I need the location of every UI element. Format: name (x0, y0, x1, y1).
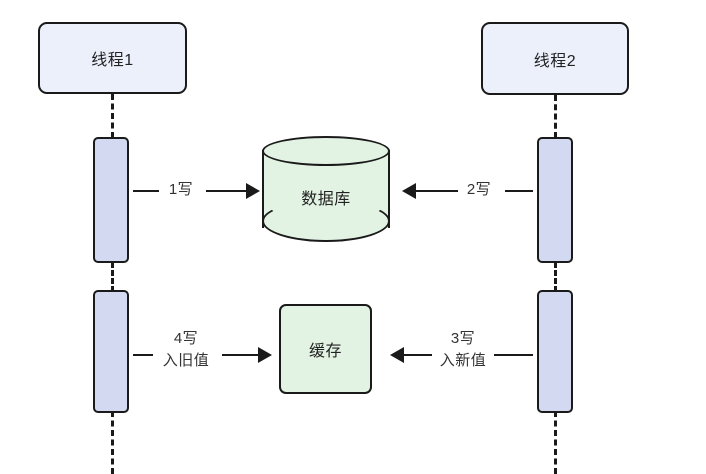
message-1-line-left-stub (133, 190, 159, 192)
activation-thread2-upper[interactable] (537, 137, 573, 263)
cache-box[interactable]: 缓存 (279, 304, 372, 394)
database-cylinder-bottom (262, 200, 390, 242)
message-2-line-left (416, 190, 458, 192)
lifeline-thread2-seg1 (554, 95, 557, 138)
message-3-line-right-stub (494, 354, 533, 356)
lifeline-thread2-seg3 (554, 411, 557, 474)
message-3-arrowhead-icon (390, 347, 404, 363)
actor-thread1-label: 线程1 (91, 52, 134, 69)
lifeline-thread1-seg1 (111, 94, 114, 138)
cache-label: 缓存 (308, 343, 342, 360)
lifeline-thread1-seg3 (111, 411, 114, 474)
message-2-line-right-stub (505, 190, 533, 192)
message-4-label: 4写 入旧值 (162, 330, 210, 369)
database-cylinder-top (262, 136, 390, 166)
lifeline-thread1-seg2 (111, 262, 114, 292)
message-3-label: 3写 入新值 (439, 330, 487, 369)
message-1-label: 1写 (168, 181, 194, 198)
message-1-arrowhead-icon (246, 183, 260, 199)
database-label: 数据库 (301, 191, 351, 208)
message-1-line-right (206, 190, 248, 192)
activation-thread1-upper[interactable] (93, 137, 129, 263)
database-cylinder[interactable]: 数据库 (262, 136, 390, 242)
message-3-line-left (404, 354, 432, 356)
actor-thread1-box[interactable]: 线程1 (38, 22, 187, 94)
actor-thread2-box[interactable]: 线程2 (481, 22, 629, 95)
actor-thread2-label: 线程2 (533, 52, 577, 70)
lifeline-thread2-seg2 (554, 262, 557, 292)
message-4-arrowhead-icon (258, 347, 272, 363)
activation-thread1-lower[interactable] (93, 290, 129, 413)
message-4-line-right (222, 354, 260, 356)
message-2-arrowhead-icon (402, 183, 416, 199)
activation-thread2-lower[interactable] (537, 290, 573, 413)
message-2-label: 2写 (466, 181, 492, 198)
message-4-line-left-stub (133, 354, 153, 356)
